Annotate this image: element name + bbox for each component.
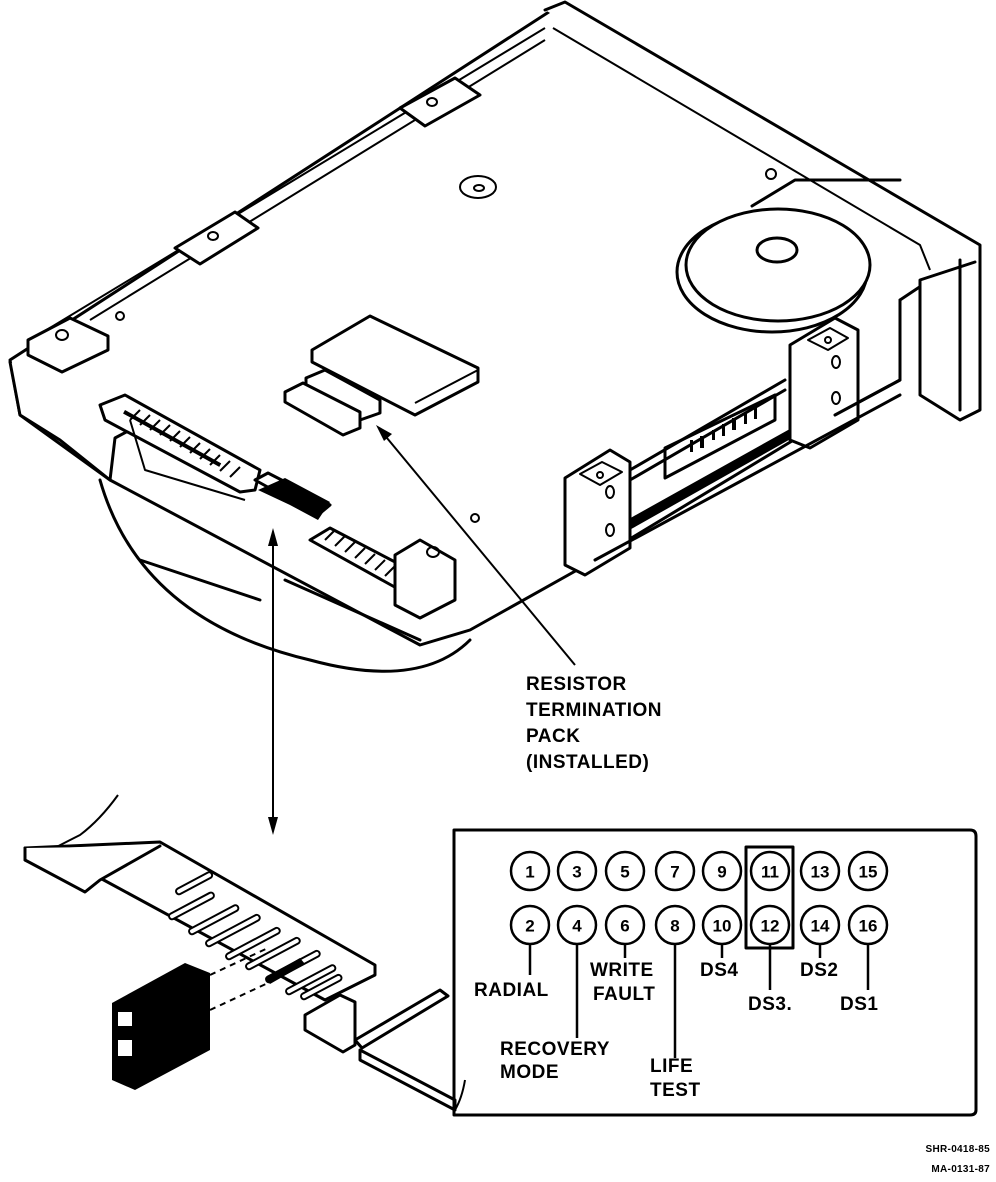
pin-8: 8 [654, 904, 696, 946]
pin-16: 16 [847, 904, 889, 946]
mounting-bracket-center [563, 448, 632, 577]
pin-4: 4 [556, 904, 598, 946]
pin-1: 1 [509, 850, 551, 892]
pin-15: 15 [847, 850, 889, 892]
pin-circle [701, 850, 743, 892]
pin-number: 1 [525, 863, 534, 882]
mounting-bracket-right [788, 316, 860, 450]
pin-number: 3 [572, 863, 581, 882]
screw-icon [470, 513, 480, 523]
label-ds3: DS3. [748, 994, 792, 1015]
pin-2: 2 [509, 904, 551, 946]
mounting-tab [398, 76, 482, 128]
pin-number: 11 [761, 863, 779, 882]
callout-line: (INSTALLED) [526, 752, 649, 773]
pin-number: 13 [811, 863, 830, 882]
pin-number: 2 [525, 917, 534, 936]
pin-circle [799, 850, 841, 892]
spindle-motor [675, 178, 902, 334]
pin-number: 8 [670, 917, 679, 936]
pin-circle [847, 850, 889, 892]
disk-drive [8, 0, 982, 673]
callout-line: RESISTOR [526, 674, 627, 695]
jumper-plug [112, 947, 267, 1090]
label-life-test: LIFE [650, 1056, 693, 1077]
pin-9: 9 [701, 850, 743, 892]
label-recovery-mode: MODE [500, 1062, 559, 1083]
pin-circle [556, 850, 598, 892]
label-ds1: DS1 [840, 994, 878, 1015]
label-ds4: DS4 [700, 960, 738, 981]
pin-number: 12 [761, 917, 780, 936]
terminator-callout: RESISTOR TERMINATION PACK (INSTALLED) [526, 674, 662, 773]
label-ds2: DS2 [800, 960, 838, 981]
label-write-fault: WRITE [590, 960, 654, 981]
pin-leaders [528, 944, 870, 1058]
front-bezel [543, 0, 982, 422]
pin-6: 6 [604, 904, 646, 946]
pcb-edge [98, 478, 472, 673]
mounting-tab [26, 316, 110, 374]
pin-number: 6 [620, 917, 629, 936]
pin-circle [509, 850, 551, 892]
callout-line: TERMINATION [526, 700, 662, 721]
reference-code: MA-0131-87 [931, 1164, 990, 1175]
pin-number: 5 [620, 863, 629, 882]
serial-label [663, 393, 777, 480]
pin-10: 10 [701, 904, 743, 946]
pin-number: 16 [859, 917, 878, 936]
pin-7: 7 [654, 850, 696, 892]
connector-pins [129, 409, 396, 577]
label-radial: RADIAL [474, 980, 549, 1001]
screw-icon [459, 175, 497, 199]
label-recovery-mode: RECOVERY [500, 1039, 610, 1060]
board-edge-slot [353, 988, 450, 1050]
pin-number: 9 [717, 863, 726, 882]
pin-function-labels: RADIAL RECOVERY MODE WRITE FAULT LIFE TE… [474, 960, 878, 1101]
pin-number: 15 [859, 863, 878, 882]
detail-link-arrow [268, 528, 278, 835]
resistor-termination-pack [283, 314, 480, 437]
jumper-map-frame [452, 828, 978, 1117]
terminator-leader [376, 425, 576, 666]
pin-11: 11 [749, 850, 791, 892]
pin-number: 4 [572, 917, 582, 936]
label-life-test: TEST [650, 1080, 701, 1101]
jumper-detail-board [23, 794, 466, 1112]
pin-5: 5 [604, 850, 646, 892]
screw-icon [115, 311, 125, 321]
pin-circle [604, 850, 646, 892]
pin-number: 7 [670, 863, 679, 882]
pin-circle [749, 850, 791, 892]
pin-13: 13 [799, 850, 841, 892]
reference-code: SHR-0418-85 [926, 1144, 991, 1155]
label-write-fault: FAULT [593, 984, 655, 1005]
screw-icon [765, 168, 777, 180]
pin-circle [654, 850, 696, 892]
pin-12: 12 [749, 904, 791, 946]
pin-number: 14 [811, 917, 830, 936]
pin-3: 3 [556, 850, 598, 892]
pin-number: 10 [713, 917, 732, 936]
pin-14: 14 [799, 904, 841, 946]
callout-line: PACK [526, 726, 580, 747]
mounting-tab [173, 210, 260, 266]
